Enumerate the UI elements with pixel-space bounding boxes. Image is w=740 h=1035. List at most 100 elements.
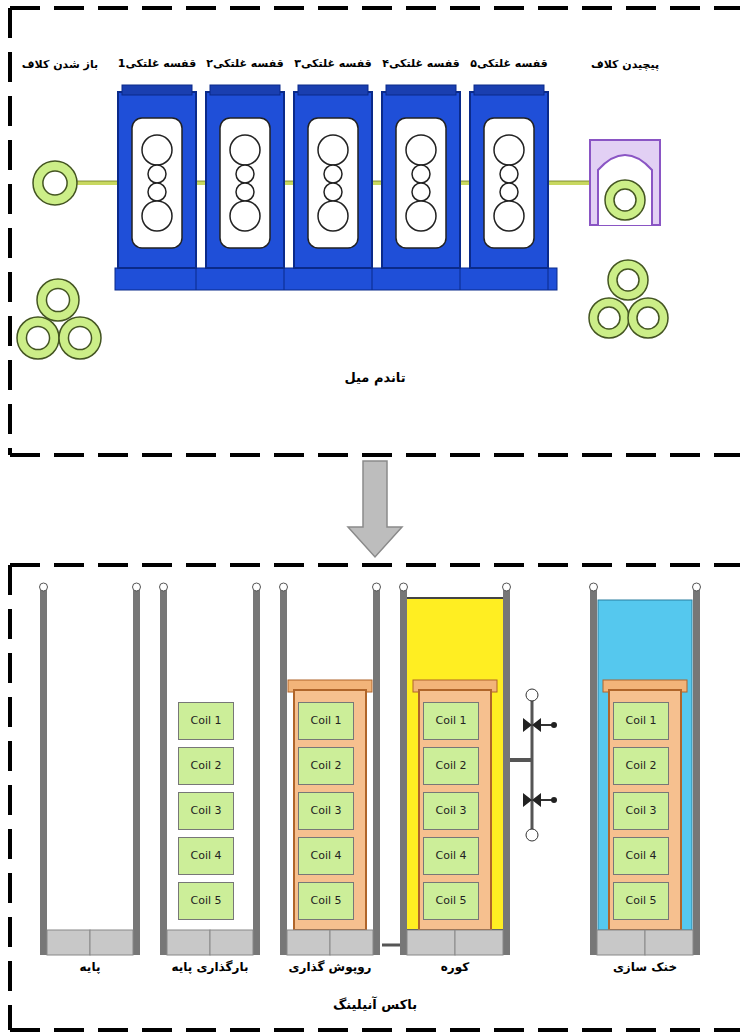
- coil-symbol: [589, 298, 629, 338]
- coil-box: Coil 1: [423, 702, 479, 740]
- uncoiler: باز شدن کلاف: [14, 58, 106, 158]
- coil-symbol: [605, 180, 645, 220]
- coil-label: Coil 4: [299, 838, 353, 874]
- node-label: خنک سازی: [586, 960, 704, 974]
- base-block: [597, 930, 645, 955]
- node-label: کوره: [396, 960, 514, 974]
- post: [280, 590, 287, 955]
- coiler-housing: [590, 140, 660, 225]
- coil-box: Coil 5: [178, 882, 234, 920]
- stand-cap: [474, 85, 544, 95]
- furnace-hood: [406, 598, 504, 930]
- coil-label: Coil 4: [614, 838, 668, 874]
- valve-stem: [541, 724, 552, 726]
- coil-label: Coil 2: [614, 748, 668, 784]
- node-label: روپوش گذاری: [276, 960, 384, 974]
- annealing-stage: بارگذاری پایه Coil 1 Coil 2 Coil 3 Coil 4 Coi…: [156, 582, 264, 982]
- inner-cover: [609, 690, 681, 930]
- coil-box: Coil 3: [298, 792, 354, 830]
- roll: [148, 183, 166, 201]
- coil-label: Coil 5: [424, 883, 478, 919]
- dashed-frame: [10, 565, 740, 1030]
- base-block: [407, 930, 455, 955]
- coil-label: Coil 4: [179, 838, 233, 874]
- coil-label: Coil 5: [614, 883, 668, 919]
- post: [503, 590, 510, 955]
- coil-box: Coil 1: [178, 702, 234, 740]
- coil-label: Coil 2: [179, 748, 233, 784]
- node-label: قفسه غلتکی۳: [288, 57, 378, 70]
- roll-window: [484, 118, 534, 248]
- node-label: پایه: [36, 960, 144, 974]
- coil-box: Coil 5: [298, 882, 354, 920]
- post-top: [40, 583, 48, 591]
- coil-symbol: [46, 288, 69, 311]
- roll-stand-label: قفسه غلتکی۵: [464, 55, 554, 85]
- coil-box: Coil 4: [178, 837, 234, 875]
- valve-handle: [551, 797, 557, 803]
- post: [133, 590, 140, 955]
- post-top: [373, 583, 381, 591]
- stand-cap: [298, 85, 368, 95]
- coil-label: Coil 2: [424, 748, 478, 784]
- roll: [236, 183, 254, 201]
- coil-symbol: [637, 307, 659, 329]
- roll-stand-label: قفسه غلتکی۳: [288, 55, 378, 85]
- roll: [406, 135, 436, 165]
- roll-stand: [470, 92, 548, 268]
- coil-box: Coil 3: [613, 792, 669, 830]
- coil-label: Coil 3: [424, 793, 478, 829]
- base-divider: [548, 268, 549, 290]
- valve-stem: [541, 799, 552, 801]
- roll: [236, 165, 254, 183]
- node-label: قفسه غلتکی۲: [200, 57, 290, 70]
- node-label: بارگذاری پایه: [156, 960, 264, 974]
- coil-label: Coil 1: [299, 703, 353, 739]
- coil-symbol: [617, 269, 639, 291]
- post-top: [133, 583, 141, 591]
- annealing-stage: روپوش گذاری Coil 1 Coil 2 Coil 3 Coil 4 Coil …: [276, 582, 384, 982]
- coil-symbol: [68, 326, 91, 349]
- coil-symbol: [598, 307, 620, 329]
- roll: [494, 201, 524, 231]
- valve-symbol: [523, 718, 541, 732]
- post-top: [590, 583, 598, 591]
- annealing-frame: باکس آنیلینگ پایه بارگذاری پایه Coil 1 Coil …: [10, 565, 740, 1030]
- post: [160, 590, 167, 955]
- coil-symbol: [608, 260, 648, 300]
- coiler-arch: [598, 155, 652, 225]
- post: [400, 590, 407, 955]
- roll: [324, 183, 342, 201]
- roll-stand: [118, 92, 196, 268]
- base-block: [90, 930, 133, 955]
- coil-label: Coil 3: [179, 793, 233, 829]
- post: [253, 590, 260, 955]
- annealing-stage: خنک سازیCoil 1Coil 2Coil 3Coil 4Coil 5: [586, 582, 704, 982]
- coil-box: Coil 2: [178, 747, 234, 785]
- coil-label: Coil 5: [179, 883, 233, 919]
- post-top: [280, 583, 288, 591]
- coiler: پیچیدن کلاف: [576, 58, 674, 138]
- coil-symbol: [37, 279, 79, 321]
- base-block: [210, 930, 253, 955]
- roll-stand: [382, 92, 460, 268]
- coil-label: Coil 4: [424, 838, 478, 874]
- base-divider: [460, 268, 461, 290]
- node-label: قفسه غلتکی۴: [376, 57, 466, 70]
- roll-stand: [206, 92, 284, 268]
- coil-symbol: [614, 189, 636, 211]
- roll: [406, 201, 436, 231]
- coil-box: Coil 2: [298, 747, 354, 785]
- stand-cap: [210, 85, 280, 95]
- node-label: باکس آنیلینگ: [10, 997, 740, 1012]
- roll: [412, 183, 430, 201]
- node-label: پیچیدن کلاف: [576, 58, 674, 72]
- roll: [318, 135, 348, 165]
- post: [373, 590, 380, 955]
- roll-stand-label: قفسه غلتکی۴: [376, 55, 466, 85]
- coil-box: Coil 3: [178, 792, 234, 830]
- base-divider: [284, 268, 285, 290]
- roll: [142, 201, 172, 231]
- coil-box: Coil 3: [423, 792, 479, 830]
- dashed-frame: [10, 8, 740, 455]
